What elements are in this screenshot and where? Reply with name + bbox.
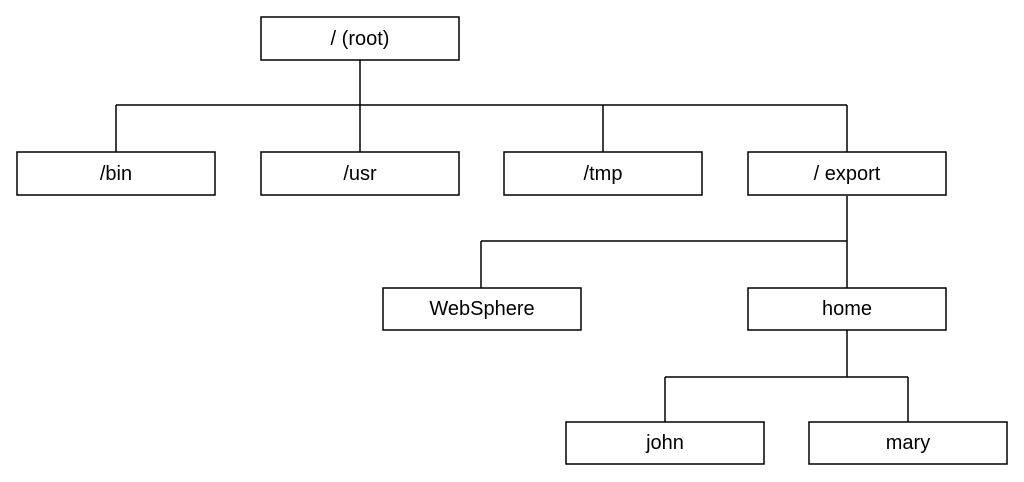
edge-export-children bbox=[480, 196, 848, 288]
node-tmp[interactable]: /tmp bbox=[503, 151, 703, 196]
node-label-websphere: WebSphere bbox=[429, 298, 534, 320]
node-label-john: john bbox=[645, 432, 684, 454]
node-label-tmp: /tmp bbox=[584, 163, 623, 185]
node-export[interactable]: / export bbox=[747, 151, 947, 196]
edge-root-children bbox=[115, 60, 848, 152]
node-usr[interactable]: /usr bbox=[260, 151, 460, 196]
node-websphere[interactable]: WebSphere bbox=[382, 287, 582, 331]
node-label-bin: /bin bbox=[100, 163, 132, 185]
node-mary[interactable]: mary bbox=[808, 421, 1008, 465]
node-label-home: home bbox=[822, 298, 872, 320]
connectors bbox=[115, 60, 909, 422]
edge-home-children bbox=[664, 330, 909, 422]
node-john[interactable]: john bbox=[565, 421, 765, 465]
node-label-root: / (root) bbox=[331, 28, 390, 50]
node-bin[interactable]: /bin bbox=[16, 151, 216, 196]
node-label-mary: mary bbox=[886, 432, 930, 454]
node-label-usr: /usr bbox=[343, 163, 377, 185]
node-root[interactable]: / (root) bbox=[260, 16, 460, 61]
node-label-export: / export bbox=[814, 163, 881, 185]
node-home[interactable]: home bbox=[747, 287, 947, 331]
